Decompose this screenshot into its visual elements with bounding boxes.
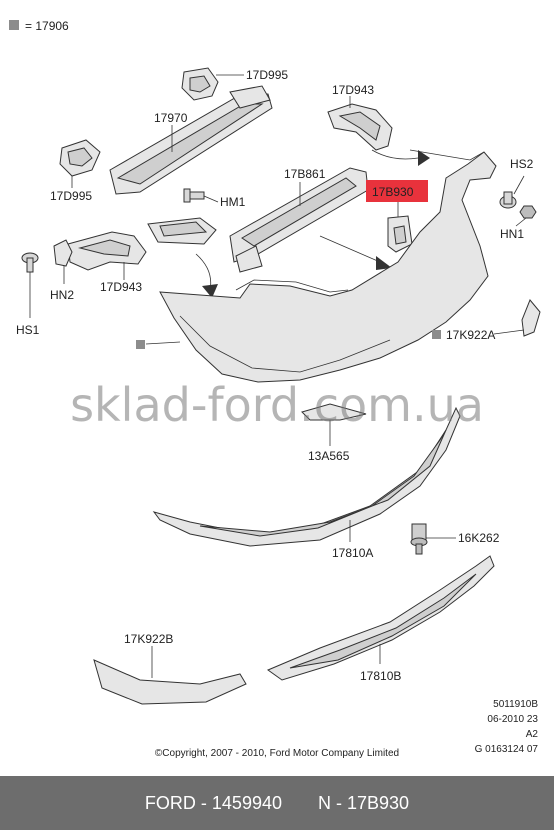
diagram-meta: 5011910B 06-2010 23 A2 G 0163124 07 [475,697,538,757]
footer-bar: FORD - 1459940 N - 17B930 [0,776,554,830]
label-17810a: 17810A [332,546,373,560]
part-17b861-bracket[interactable] [229,167,369,273]
part-17d995-top[interactable] [181,67,219,101]
footer-ref: N - 17B930 [318,792,410,813]
footer-part-number: FORD - 1459940 [144,792,282,813]
label-17810b: 17810B [360,669,401,683]
label-17d995-left: 17D995 [50,189,92,203]
legend-square [9,20,19,30]
label-hs2: HS2 [510,157,534,171]
meta-line-4: G 0163124 07 [474,744,538,755]
part-17d943-top[interactable] [327,103,393,151]
highlight-box-17b930[interactable] [366,180,428,202]
label-17d943-top: 17D943 [332,83,374,97]
part-bumper-cover[interactable] [159,149,497,383]
part-17d995-left[interactable] [59,139,101,177]
copyright: ©Copyright, 2007 - 2010, Ford Motor Comp… [154,748,400,759]
part-17b930-clip[interactable] [387,215,413,253]
label-16k262: 16K262 [458,531,500,545]
part-17810a-panel[interactable] [152,406,461,547]
label-17d995-top: 17D995 [246,68,288,82]
part-17810b[interactable] [266,555,495,681]
label-hn1: HN1 [500,227,524,241]
label-17k922b: 17K922B [124,632,173,646]
part-17d943-left[interactable] [67,217,217,271]
parts-diagram: = 17906 17D995 17970 17D995 17D943 [9,19,541,705]
label-hm1: HM1 [220,195,246,209]
label-17b861: 17B861 [284,167,326,181]
meta-line-1: 5011910B [493,699,538,710]
part-17k922a[interactable] [521,299,541,337]
legend-text: = 17906 [25,19,69,33]
part-17970-beam[interactable] [109,85,273,195]
part-13a565-reflector[interactable] [301,403,367,421]
legend-marker-bumper [136,340,145,349]
meta-line-2: 06-2010 23 [487,714,538,725]
part-hn2-nut[interactable] [53,239,73,267]
meta-line-3: A2 [525,729,538,740]
label-13a565: 13A565 [308,449,350,463]
label-17b930: 17B930 [372,185,414,199]
part-hs1-screw[interactable] [21,252,39,273]
label-hs1: HS1 [16,323,40,337]
part-17k922b[interactable] [93,659,247,705]
part-16k262-clip[interactable] [410,523,428,555]
label-17k922a: 17K922A [446,328,495,342]
part-hn1-nut[interactable] [519,205,537,219]
label-hn2: HN2 [50,288,74,302]
part-hs2-screw[interactable] [499,191,517,209]
label-17970: 17970 [154,111,188,125]
legend-marker-17k922a [432,330,441,339]
watermark: sklad-ford.com.ua [70,378,484,432]
part-hm1-screw[interactable] [183,188,205,203]
label-17d943-left: 17D943 [100,280,142,294]
